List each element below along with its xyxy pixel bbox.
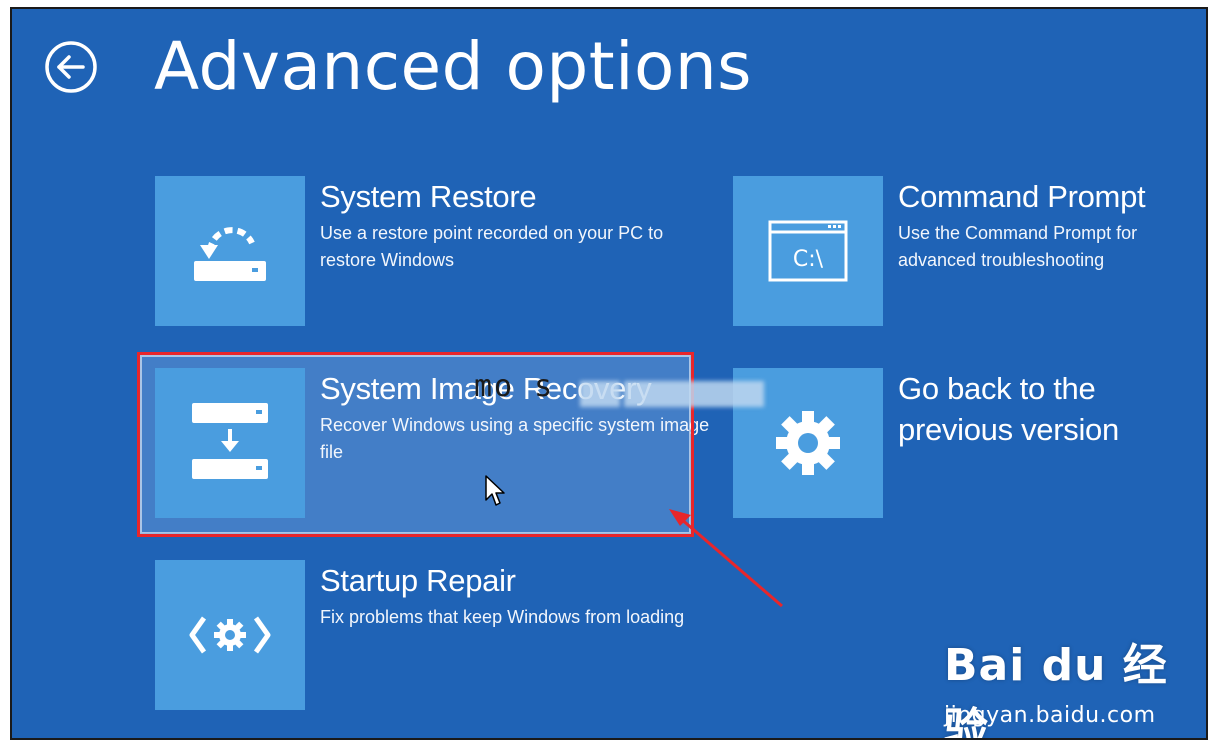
watermark-blur (624, 381, 764, 407)
system-restore-tile (155, 176, 305, 326)
go-back-title: Go back to the previous version (898, 371, 1119, 447)
page-title: Advanced options (154, 28, 753, 105)
command-prompt-tile: C:\ (733, 176, 883, 326)
command-prompt-title: Command Prompt (898, 179, 1146, 214)
advanced-options-screen: Advanced options System Restore Use a re… (10, 7, 1208, 740)
startup-repair-description: Fix problems that keep Windows from load… (320, 607, 685, 627)
gear-icon (776, 411, 840, 475)
command-prompt-description: Use the Command Prompt for advanced trou… (898, 223, 1138, 270)
image-recovery-icon (192, 403, 268, 479)
system-image-recovery-description: Recover Windows using a specific system … (320, 415, 710, 462)
startup-repair-option[interactable]: Startup Repair Fix problems that keep Wi… (155, 560, 705, 710)
startup-repair-title: Startup Repair (320, 563, 516, 598)
startup-repair-icon (189, 616, 271, 654)
system-image-recovery-tile (155, 368, 305, 518)
mouse-cursor-icon (485, 475, 505, 506)
back-arrow-icon (45, 41, 97, 93)
baidu-logo: Bai du 经验 (944, 640, 1168, 740)
system-restore-title: System Restore (320, 179, 537, 214)
startup-repair-tile (155, 560, 305, 710)
command-prompt-icon: C:\ (768, 220, 848, 282)
back-button[interactable] (44, 40, 98, 94)
annotation-arrow-icon (669, 509, 783, 608)
system-restore-description: Use a restore point recorded on your PC … (320, 223, 664, 270)
watermark-text: mo s (474, 369, 555, 404)
command-prompt-icon-text: C:\ (793, 247, 824, 272)
command-prompt-option[interactable]: C:\ Command Prompt Use the Command Promp… (733, 176, 1203, 326)
system-restore-option[interactable]: System Restore Use a restore point recor… (155, 176, 705, 326)
restore-icon (194, 227, 266, 281)
baidu-url: jingyan.baidu.com (944, 703, 1156, 728)
annotation-highlight-box (137, 352, 694, 537)
watermark-blur (580, 381, 620, 407)
